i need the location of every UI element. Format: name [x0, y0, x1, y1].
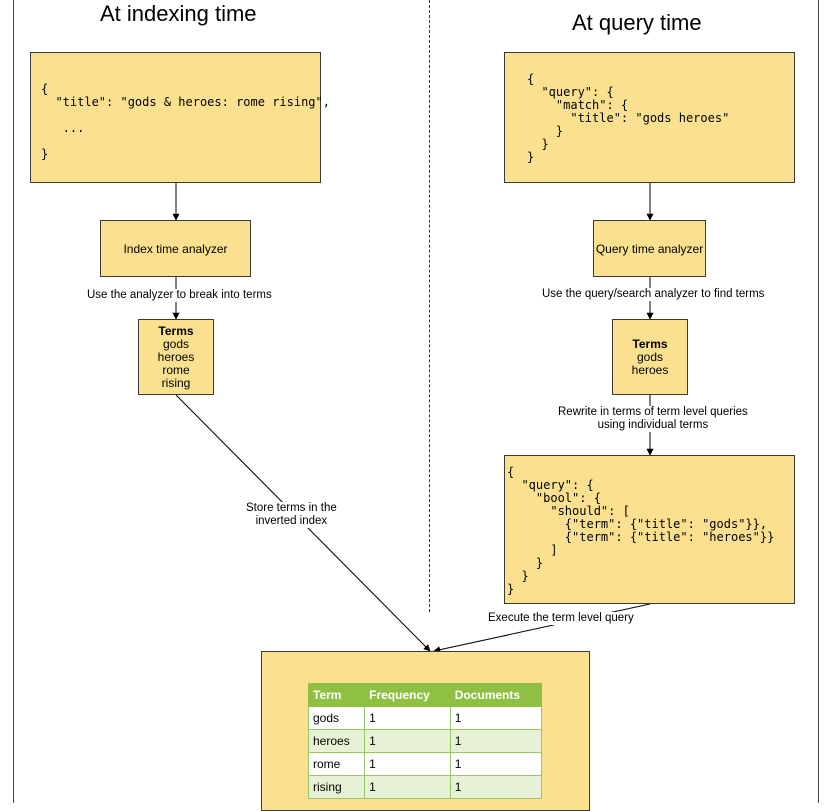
label-store-line2: inverted index	[255, 515, 328, 527]
cell-term: heroes	[307, 729, 366, 753]
table-row: rome 1 1	[307, 752, 543, 776]
cell-frequency: 1	[364, 729, 451, 753]
index-terms-box: Terms gods heroes rome rising	[138, 319, 214, 395]
query-terms-header: Terms	[632, 336, 668, 351]
label-store-inverted-index: Store terms in the inverted index	[244, 502, 339, 528]
inverted-index-table: Term Frequency Documents gods 1 1 heroes…	[307, 683, 543, 799]
cell-documents: 1	[449, 752, 543, 776]
index-term-item: rome	[162, 362, 190, 377]
column-header-documents: Documents	[449, 683, 543, 707]
index-term-item: heroes	[157, 349, 195, 364]
query-term-item: heroes	[631, 362, 669, 377]
indexed-document-box: { "title": "gods & heroes: rome rising",…	[30, 52, 330, 183]
cell-term: rome	[307, 752, 366, 776]
frame-right-border	[818, 0, 819, 803]
cell-documents: 1	[449, 775, 543, 799]
match-query-json: { "query": { "match": { "title": "gods h…	[527, 72, 730, 164]
cell-frequency: 1	[364, 706, 451, 730]
heading-indexing-time: At indexing time	[100, 1, 257, 26]
table-row: rising 1 1	[307, 775, 543, 799]
bool-query-json: { "query": { "bool": { "should": [ {"ter…	[507, 465, 775, 596]
index-term-item: gods	[162, 336, 190, 351]
match-query-box: { "query": { "match": { "title": "gods h…	[504, 52, 795, 183]
indexed-document-json: { "title": "gods & heroes: rome rising",…	[41, 82, 330, 161]
cell-frequency: 1	[364, 752, 451, 776]
arrow-bool-query-to-inverted-index	[433, 603, 651, 654]
table-row: heroes 1 1	[307, 729, 543, 753]
index-terms-header: Terms	[158, 323, 194, 338]
label-rewrite-term-queries: Rewrite in terms of term level queries u…	[556, 406, 750, 432]
label-rewrite-line2: using individual terms	[597, 419, 709, 431]
cell-documents: 1	[449, 706, 543, 730]
query-term-item: gods	[636, 349, 664, 364]
cell-term: rising	[307, 775, 366, 799]
table-header-row: Term Frequency Documents	[307, 683, 543, 707]
index-time-analyzer: Index time analyzer	[100, 220, 251, 277]
index-term-item: rising	[161, 375, 191, 390]
cell-term: gods	[307, 706, 366, 730]
table-row: gods 1 1	[307, 706, 543, 730]
label-rewrite-line1: Rewrite in terms of term level queries	[558, 406, 748, 418]
label-store-line1: Store terms in the	[246, 502, 337, 514]
column-header-frequency: Frequency	[364, 683, 451, 707]
heading-query-time: At query time	[572, 10, 702, 35]
cell-frequency: 1	[364, 775, 451, 799]
cell-documents: 1	[449, 729, 543, 753]
frame-left-border	[13, 0, 14, 803]
query-terms-box: Terms gods heroes	[612, 319, 688, 395]
bool-query-box: { "query": { "bool": { "should": [ {"ter…	[504, 455, 795, 604]
query-time-analyzer: Query time analyzer	[593, 220, 706, 277]
section-divider	[429, 0, 430, 612]
label-index-break-terms: Use the analyzer to break into terms	[85, 289, 274, 302]
label-query-find-terms: Use the query/search analyzer to find te…	[540, 288, 767, 301]
label-execute-term-query: Execute the term level query	[486, 612, 636, 625]
column-header-term: Term	[307, 683, 366, 707]
